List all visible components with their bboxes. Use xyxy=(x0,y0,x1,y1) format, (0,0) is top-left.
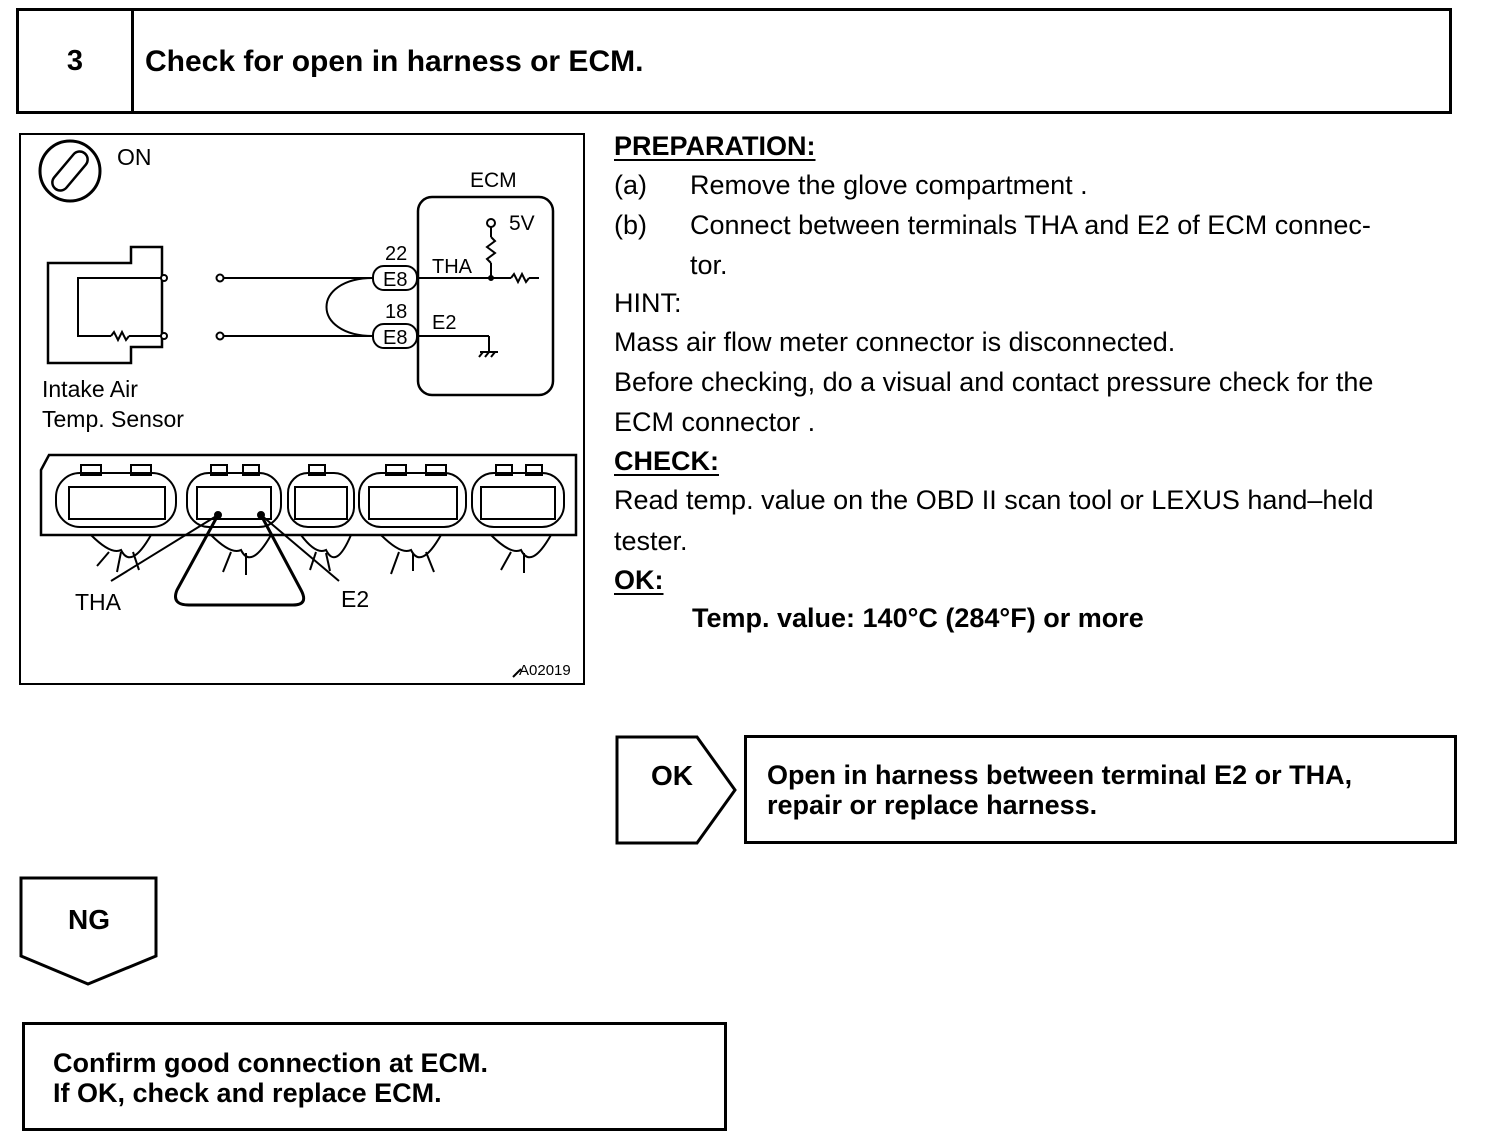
prep-b-label: (b) xyxy=(614,210,647,240)
ecm-label: ECM xyxy=(470,169,517,192)
figure-id: A02019 xyxy=(519,662,571,679)
e2-pin-name: E2 xyxy=(432,312,456,334)
intake-air-temp-sensor-icon xyxy=(46,245,164,365)
prep-a-text: Remove the glove compartment . xyxy=(690,170,1088,200)
hint-line-2a: Before checking, do a visual and contact… xyxy=(614,367,1374,397)
hint-line-1: Mass air flow meter connector is disconn… xyxy=(614,327,1176,357)
ok-label: OK xyxy=(651,760,693,791)
step-number: 3 xyxy=(66,45,84,77)
ok-result-line-2: repair or replace harness. xyxy=(767,790,1098,820)
step-title: Check for open in harness or ECM. xyxy=(145,45,644,78)
ok-result-line-1: Open in harness between terminal E2 or T… xyxy=(767,760,1353,790)
prep-a-label: (a) xyxy=(614,170,647,200)
connector-e2-label: E2 xyxy=(341,586,369,612)
ecm-connector-icon xyxy=(39,453,578,575)
ng-arrow xyxy=(19,876,158,986)
ignition-on-label: ON xyxy=(117,144,152,170)
ignition-key-icon xyxy=(38,139,102,203)
ng-result-line-2: If OK, check and replace ECM. xyxy=(53,1078,442,1108)
ok-result-box: Open in harness between terminal E2 or T… xyxy=(744,735,1457,844)
tha-pin-connector: E8 xyxy=(383,269,407,291)
ok-value: Temp. value: 140°C (284°F) or more xyxy=(692,603,1144,633)
step-header: 3 Check for open in harness or ECM. xyxy=(16,8,1452,114)
sensor-label-line-2: Temp. Sensor xyxy=(42,406,184,432)
ng-label: NG xyxy=(68,904,110,935)
voltage-label: 5V xyxy=(509,212,535,235)
check-heading: CHECK: xyxy=(614,446,719,476)
hint-line-2b: ECM connector . xyxy=(614,407,816,437)
preparation-heading: PREPARATION: xyxy=(614,131,816,161)
hint-heading: HINT: xyxy=(614,288,682,318)
prep-b-text-2: tor. xyxy=(690,250,728,280)
ng-result-box: Confirm good connection at ECM. If OK, c… xyxy=(22,1022,727,1131)
wiring-diagram: ON ECM 5V 22 E8 THA 18 E8 E2 Intake Air … xyxy=(19,133,585,685)
prep-b-text-1: Connect between terminals THA and E2 of … xyxy=(690,210,1371,240)
diagram-svg: ON ECM 5V 22 E8 THA 18 E8 E2 Intake Air … xyxy=(38,139,578,679)
e2-pin-number: 18 xyxy=(385,301,407,323)
tha-pin-name: THA xyxy=(432,256,473,278)
ok-heading: OK: xyxy=(614,565,664,595)
ng-result-line-1: Confirm good connection at ECM. xyxy=(53,1048,488,1078)
ok-arrow xyxy=(615,735,737,845)
sensor-label-line-1: Intake Air xyxy=(42,376,138,402)
check-line-1: Read temp. value on the OBD II scan tool… xyxy=(614,485,1374,515)
tha-pin-number: 22 xyxy=(385,243,407,265)
step-number-divider xyxy=(131,11,134,111)
e2-pin-connector: E8 xyxy=(383,327,407,349)
ecm-box xyxy=(416,195,555,397)
connector-tha-label: THA xyxy=(75,589,122,615)
check-line-2: tester. xyxy=(614,526,688,556)
